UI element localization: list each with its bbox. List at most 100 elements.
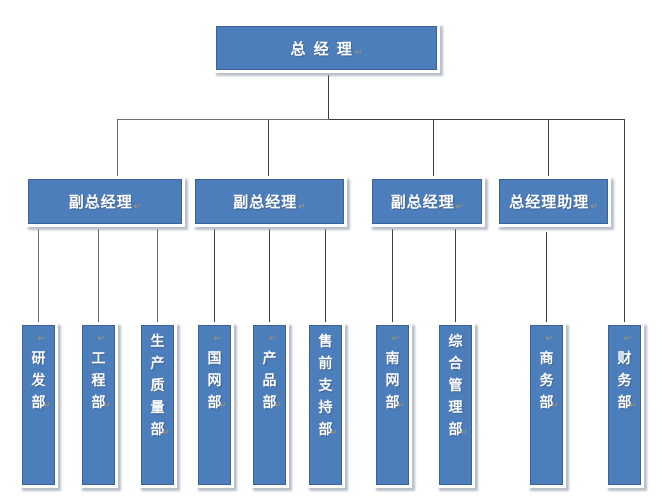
org-node-dept-state-grid[interactable]: ↵国网部↵ [195,322,234,488]
org-node-fill: ↵国网部↵ [198,325,231,485]
org-node-dept-southern-grid[interactable]: ↵南网部↵ [373,322,412,488]
connector-l2-drop-4 [548,120,549,177]
org-node-dept-finance[interactable]: ↵财务部↵ [605,322,644,488]
org-node-label: 综合管理部↵ [440,326,471,484]
label-character: 部 [318,421,333,437]
org-node-label: ↵研发部↵ [23,326,54,484]
label-character: 务 [617,372,632,388]
org-node-dept-general-admin[interactable]: 综合管理部↵ [436,322,475,488]
org-node-dept-business[interactable]: ↵商务部↵ [527,322,566,488]
org-node-label: 副总经理 [68,194,133,211]
paragraph-mark-icon: ↵ [623,333,632,343]
label-character: 综 [448,333,463,349]
org-node-label: ↵商务部↵ [531,326,562,484]
paragraph-mark-icon: ↵ [391,333,400,343]
org-node-gm-assistant[interactable]: 总经理助理 ↵ [496,176,611,227]
org-node-fill: ↵南网部↵ [376,325,409,485]
org-node-deputy-gm-2[interactable]: 副总经理 ↵ [192,176,347,227]
org-node-dept-production-quality[interactable]: 生产质量部↵ [138,322,177,488]
org-node-fill: ↵工程部↵ [82,325,115,485]
org-node-deputy-gm-3[interactable]: 副总经理 ↵ [369,176,485,227]
org-node-label: 副总经理 [390,194,455,211]
paragraph-mark-icon: ↵ [103,400,111,410]
paragraph-mark-icon: ↵ [268,333,277,343]
label-character: 管 [448,377,463,393]
org-node-label: ↵产品部↵ [254,326,285,484]
paragraph-mark-icon: ↵ [43,400,51,410]
label-character: 理 [448,399,463,415]
org-node-fill: ↵商务部↵ [530,325,563,485]
label-character: 务 [539,372,554,388]
org-node-fill: 生产质量部↵ [141,325,174,485]
org-node-fill: ↵财务部↵ [608,325,641,485]
label-character: 研 [31,350,46,366]
org-node-label: 总 经 理 [290,40,354,58]
org-node-fill: 总 经 理 ↵ [216,26,437,70]
paragraph-mark-icon: ↵ [455,201,464,211]
connector-dept-drop-product [269,229,270,322]
org-node-label: ↵南网部↵ [377,326,408,484]
label-character: 程 [91,372,106,388]
label-character: 财 [617,350,632,366]
connector-main-horizontal-left [117,119,329,120]
paragraph-mark-icon: ↵ [37,333,46,343]
org-node-dept-engineering[interactable]: ↵工程部↵ [79,322,118,488]
org-node-fill: 售前支持部↵ [309,325,342,485]
connector-dept-drop-general-admin [455,229,456,322]
paragraph-mark-icon: ↵ [629,400,637,410]
label-character: 部 [262,394,277,410]
org-node-fill: 综合管理部↵ [439,325,472,485]
org-node-label: 售前支持部↵ [310,326,341,484]
connector-dept-drop-quality [157,229,158,322]
org-node-dept-presales-support[interactable]: 售前支持部↵ [306,322,345,488]
org-node-deputy-gm-1[interactable]: 副总经理 ↵ [25,176,185,227]
connector-finance-vertical [624,120,625,322]
paragraph-mark-icon: ↵ [545,333,554,343]
paragraph-mark-icon: ↵ [274,400,282,410]
label-character: 售 [318,333,333,349]
org-node-dept-product[interactable]: ↵产品部↵ [250,322,289,488]
org-node-label: 副总经理 [233,194,298,211]
label-character: 持 [318,399,333,415]
label-character: 发 [31,372,46,388]
paragraph-mark-icon: ↵ [298,201,306,211]
label-character: 商 [539,350,554,366]
label-character: 量 [150,399,165,415]
connector-dept-drop-business [546,232,547,322]
label-character: 部 [385,394,400,410]
org-node-general-manager[interactable]: 总 经 理 ↵ [213,23,440,73]
org-node-dept-rd[interactable]: ↵研发部↵ [19,322,58,488]
label-character: 网 [207,372,222,388]
paragraph-mark-icon: ↵ [97,333,106,343]
connector-root-drop [328,75,329,120]
org-node-label: ↵国网部↵ [199,326,230,484]
paragraph-mark-icon: ↵ [354,47,363,57]
connector-l2-drop-1 [117,120,118,177]
org-node-fill: 总经理助理 ↵ [499,179,608,224]
paragraph-mark-icon: ↵ [213,333,222,343]
label-character: 质 [150,377,165,393]
connector-l2-drop-2 [268,120,269,177]
paragraph-mark-icon: ↵ [460,427,468,437]
org-node-label: 生产质量部↵ [142,326,173,484]
org-node-label: 总经理助理 [509,194,590,211]
label-character: 部 [150,421,165,437]
label-character: 国 [207,350,222,366]
label-character: 生 [150,333,165,349]
org-node-fill: ↵产品部↵ [253,325,286,485]
label-character: 品 [262,372,277,388]
connector-dept-drop-presales [325,229,326,322]
connector-main-horizontal-right [329,119,625,120]
connector-l2-drop-3 [433,120,434,177]
label-character: 南 [385,350,400,366]
org-node-fill: 副总经理 ↵ [195,179,344,224]
paragraph-mark-icon: ↵ [219,400,227,410]
org-node-fill: 副总经理 ↵ [372,179,482,224]
label-character: 网 [385,372,400,388]
paragraph-mark-icon: ↵ [551,400,559,410]
paragraph-mark-icon: ↵ [590,201,598,211]
label-character: 部 [539,394,554,410]
paragraph-mark-icon: ↵ [162,427,170,437]
paragraph-mark-icon: ↵ [133,201,142,211]
paragraph-mark-icon: ↵ [397,400,405,410]
